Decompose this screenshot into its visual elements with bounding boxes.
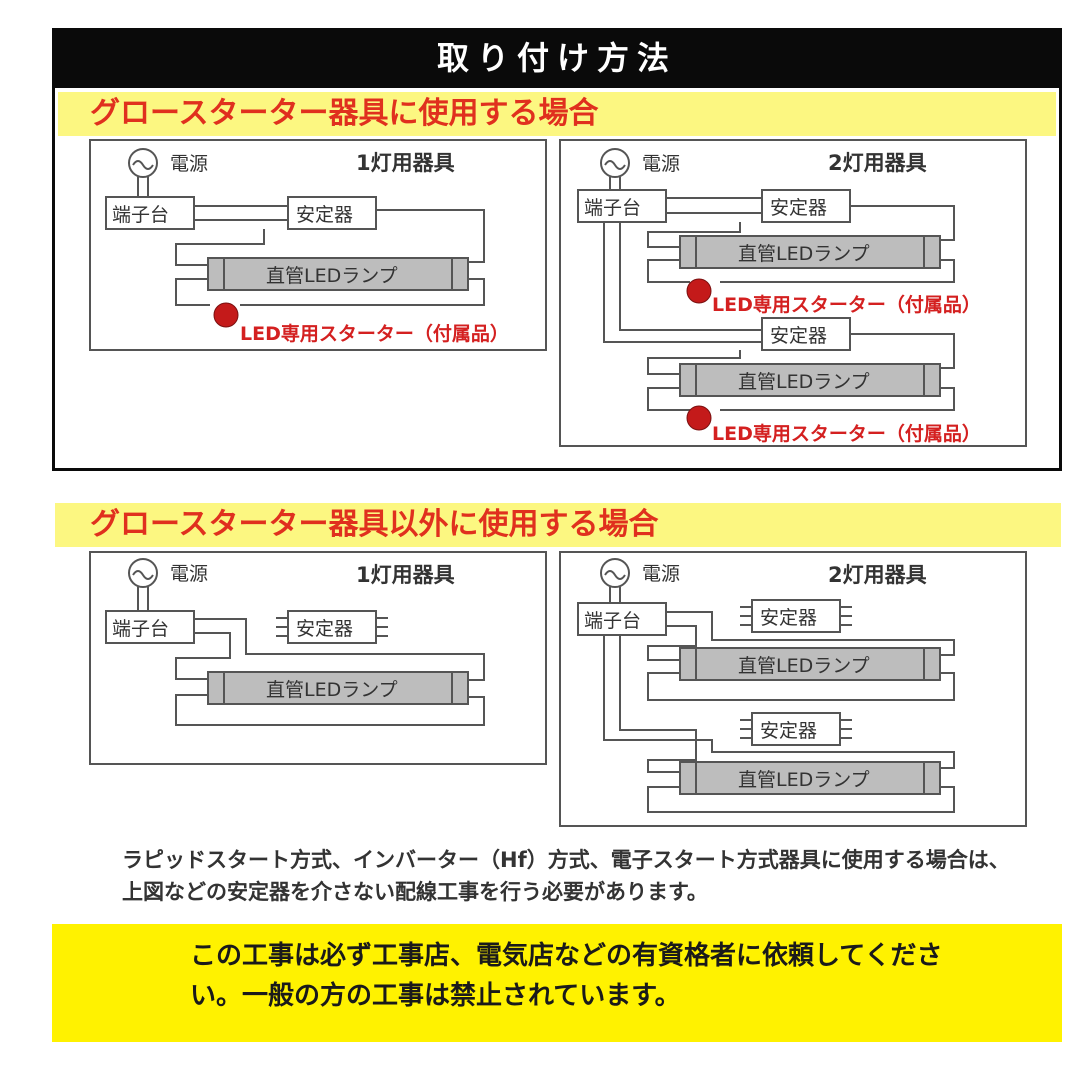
- lamp-label: 直管LEDランプ: [738, 769, 870, 791]
- lamp-label: 直管LEDランプ: [738, 655, 870, 677]
- power-label: 電源: [642, 563, 680, 585]
- ballast-label: 安定器: [296, 618, 353, 640]
- terminal-label: 端子台: [584, 197, 641, 219]
- method-note: ラピッドスタート方式、インバーター（Hf）方式、電子スタート方式器具に使用する場…: [122, 848, 1010, 904]
- terminal-label: 端子台: [112, 618, 169, 640]
- power-icon: [600, 558, 630, 588]
- diagram-d-frame: [559, 551, 1027, 827]
- starter-label: LED専用スターター（付属品）: [712, 422, 981, 445]
- ballast-label: 安定器: [760, 720, 817, 742]
- warning-box: [52, 924, 1062, 1042]
- starter-label: LED専用スターター（付属品）: [712, 293, 981, 316]
- ballast-label: 安定器: [296, 204, 353, 226]
- lamp-label: 直管LEDランプ: [266, 679, 398, 701]
- section2-band: [55, 503, 1061, 547]
- power-icon: [128, 148, 158, 178]
- terminal-label: 端子台: [112, 204, 169, 226]
- starter-icon: [213, 302, 239, 328]
- fixture-type-label: 1灯用器具: [356, 151, 455, 175]
- power-label: 電源: [642, 153, 680, 175]
- section2-title: グロースターター器具以外に使用する場合: [90, 507, 659, 542]
- ballast-label: 安定器: [770, 325, 827, 347]
- power-icon: [128, 558, 158, 588]
- diagram-b-frame: [559, 139, 1027, 447]
- ballast-label: 安定器: [770, 197, 827, 219]
- page-title: 取り付け方法: [436, 39, 677, 77]
- fixture-type-label: 1灯用器具: [356, 563, 455, 587]
- warning-text: この工事は必ず工事店、電気店などの有資格者に依頼してください。一般の方の工事は禁…: [190, 941, 943, 1011]
- starter-icon: [686, 405, 712, 431]
- lamp-label: 直管LEDランプ: [266, 265, 398, 287]
- starter-icon: [686, 278, 712, 304]
- diagram-c-frame: [89, 551, 547, 765]
- header-bar: [52, 28, 1062, 88]
- section1-frame: [52, 88, 1062, 471]
- lamp-label: 直管LEDランプ: [738, 243, 870, 265]
- diagram-a-frame: [89, 139, 547, 351]
- fixture-type-label: 2灯用器具: [828, 151, 927, 175]
- fixture-type-label: 2灯用器具: [828, 563, 927, 587]
- starter-label: LED専用スターター（付属品）: [240, 322, 509, 345]
- section1-title: グロースターター器具に使用する場合: [90, 96, 599, 131]
- power-label: 電源: [170, 153, 208, 175]
- section1-band: [58, 92, 1056, 136]
- ballast-label: 安定器: [760, 607, 817, 629]
- terminal-label: 端子台: [584, 610, 641, 632]
- power-icon: [600, 148, 630, 178]
- lamp-label: 直管LEDランプ: [738, 371, 870, 393]
- power-label: 電源: [170, 563, 208, 585]
